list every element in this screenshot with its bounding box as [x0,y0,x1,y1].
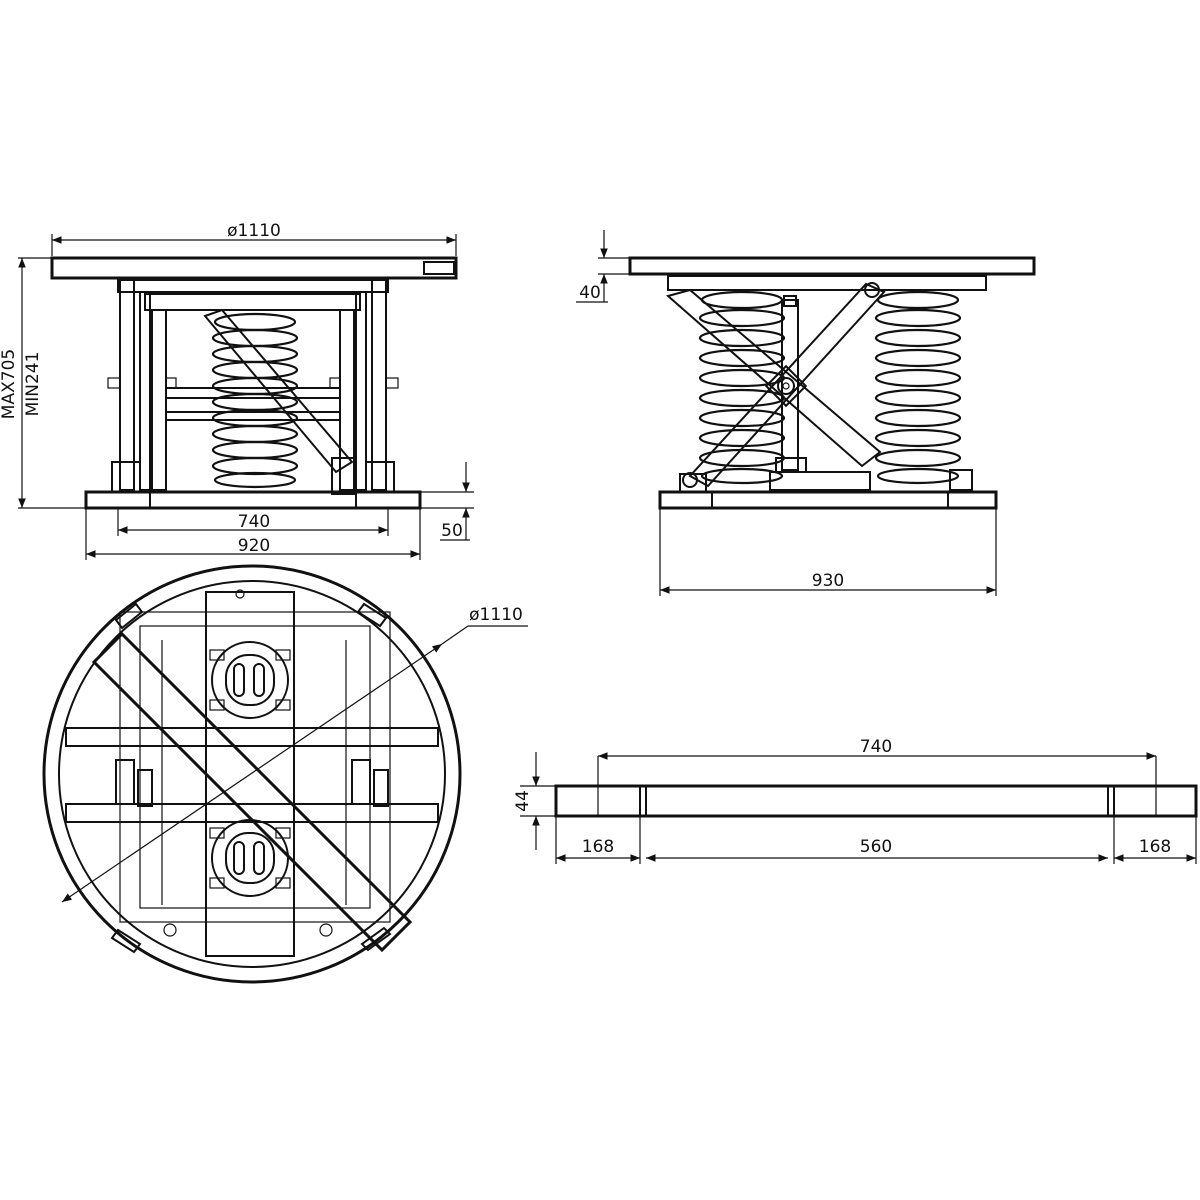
front-outer-width-label: 920 [238,536,270,556]
side-scissor-arm-a [665,288,882,468]
rail-middle-label: 560 [860,837,892,857]
side-top-plate [628,256,1036,276]
front-post-right-outer [371,279,387,491]
front-view: ø1110 MAX705 MIN241 740 920 50 [0,221,474,560]
rail-height-label: 44 [513,790,533,812]
side-spring-right [874,290,962,485]
front-max-height-label: MAX705 [0,349,19,419]
front-top-diameter-label: ø1110 [227,221,281,241]
front-upper-beam [144,293,361,311]
side-centre-column [781,299,799,471]
front-post-left-2 [151,309,167,491]
top-diameter-line [61,643,443,903]
side-lower-carriage [769,471,871,491]
front-spring [211,312,299,489]
front-inner-width-label: 740 [238,512,270,532]
top-view: ø1110 [42,564,528,984]
front-arm-pivot [331,457,357,495]
front-scissor-arm [203,308,354,474]
side-top-thickness-label: 40 [579,283,601,303]
top-caster-lower [209,819,291,897]
front-post-right-inner [355,291,367,491]
side-scissor-arm-b [688,282,886,488]
front-upper-frame [117,279,389,293]
side-upper-frame [667,275,987,291]
rail-view: 740 44 168 560 168 [513,737,1198,864]
front-base-height-label: 50 [441,521,463,541]
rail-body [554,784,1198,818]
top-diameter-label: ø1110 [469,605,523,625]
side-view: 40 930 [576,230,1036,596]
front-top-plate-edge [423,261,455,275]
front-min-height-label: MIN241 [23,352,43,417]
top-diagonal-strike [91,631,413,953]
front-post-left-outer [119,279,135,491]
top-outer-ring [42,564,462,984]
rail-overall-label: 740 [860,737,892,757]
front-post-right-2 [339,309,355,491]
front-post-left-inner [139,291,151,491]
top-horizontal-band-upper [65,727,439,747]
front-top-plate [50,256,458,280]
front-base-plate [84,490,422,510]
top-caster-upper [209,641,291,719]
rail-left-pad-label: 168 [582,837,614,857]
side-base-width-label: 930 [812,571,844,591]
side-centre-pivot [764,364,808,408]
top-inner-ring [58,580,446,968]
side-base-plate [658,490,998,510]
rail-right-pad-label: 168 [1139,837,1171,857]
